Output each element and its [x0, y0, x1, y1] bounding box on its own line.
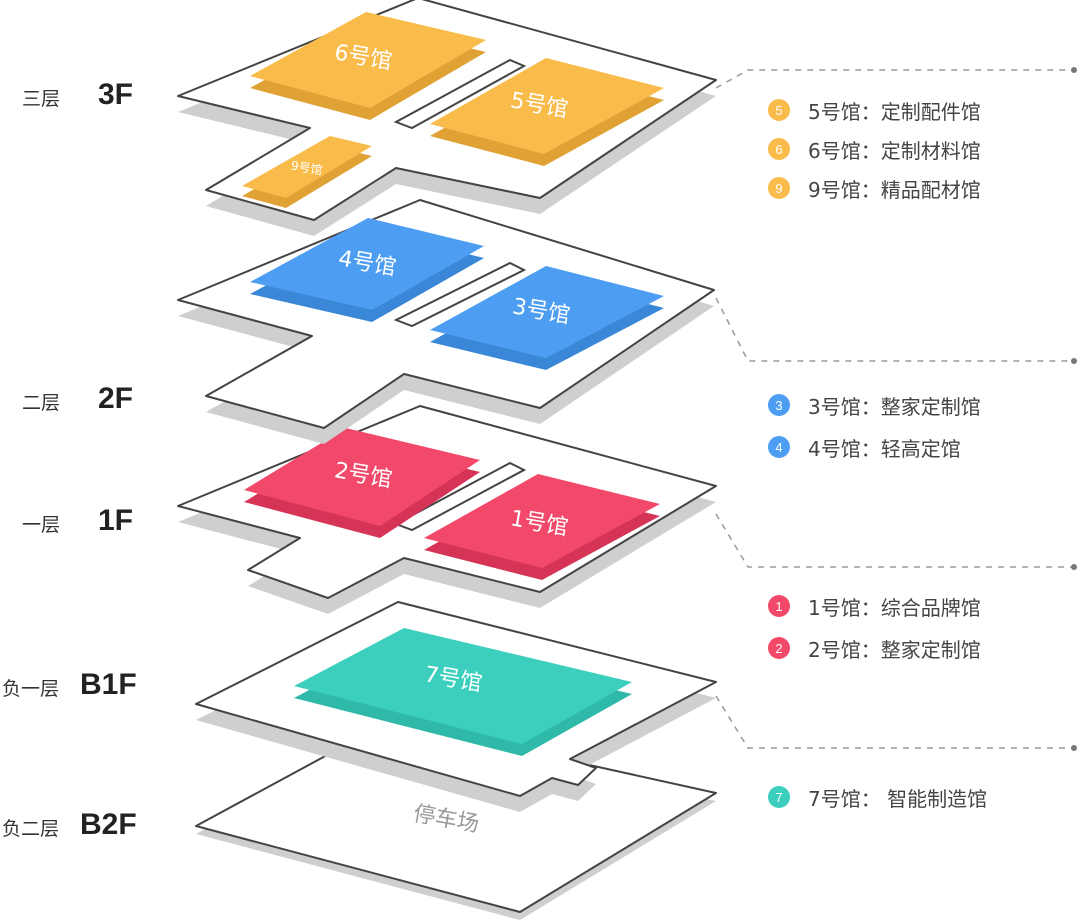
leader-line-3f: [715, 69, 1074, 89]
floor-2f-cn: 二层: [22, 392, 61, 414]
legend-text-2: 2号馆：整家定制馆: [808, 637, 981, 662]
legend-item-5: 5 5号馆：定制配件馆: [768, 96, 981, 124]
legend-badge-9: 9: [768, 177, 790, 199]
legend-item-6: 6 6号馆：定制材料馆: [768, 135, 981, 163]
legend-text-5: 5号馆：定制配件馆: [808, 99, 981, 124]
leader-line-1f: [715, 513, 1074, 568]
hall-2-block: [244, 428, 480, 526]
floor-1f-slab: 2号馆 1号馆: [177, 405, 717, 614]
floor-1f-code: 1F: [98, 504, 134, 537]
legend-badge-2: 2: [768, 637, 790, 659]
floor-1f-cn: 一层: [22, 514, 61, 536]
legend-item-2: 2 2号馆：整家定制馆: [768, 634, 981, 662]
hall-1-block: [424, 474, 660, 568]
legend-text-1: 1号馆：综合品牌馆: [808, 595, 981, 620]
legend-item-9: 9 9号馆：精品配材馆: [768, 174, 981, 202]
legend-text-9: 9号馆：精品配材馆: [808, 177, 981, 202]
3f-atrium: [393, 58, 527, 130]
1f-atrium: [393, 461, 527, 532]
legend-badge-4: 4: [768, 436, 790, 458]
floor-b2f-cn: 负二层: [2, 818, 60, 840]
floor-3f-cn: 三层: [22, 88, 61, 110]
hall-5-block: [430, 58, 664, 154]
floor-2f-code: 2F: [98, 382, 134, 415]
floor-2f-slab: 4号馆 3号馆: [177, 199, 715, 444]
legend-item-3: 3 3号馆：整家定制馆: [768, 391, 981, 419]
legend-text-3: 3号馆：整家定制馆: [808, 394, 981, 419]
hall-6-block: [250, 12, 486, 108]
hall-3-block: [430, 266, 664, 358]
hall-9-block: [242, 136, 372, 198]
leader-line-b1f: [715, 695, 1074, 749]
2f-atrium: [393, 261, 527, 328]
legend-text-6: 6号馆：定制材料馆: [808, 138, 981, 163]
floor-3f-code: 3F: [98, 78, 134, 111]
hall-4-block: [250, 218, 484, 310]
legend-text-7: 7号馆： 智能制造馆: [808, 786, 988, 811]
legend-item-1: 1 1号馆：综合品牌馆: [768, 592, 981, 620]
floor-b1f-slab: 7号馆: [195, 601, 717, 812]
legend-badge-6: 6: [768, 138, 790, 160]
legend-item-7: 7 7号馆： 智能制造馆: [768, 783, 987, 811]
hall-9-label: 9号馆: [290, 157, 324, 177]
legend-badge-3: 3: [768, 394, 790, 416]
floor-b2f-code: B2F: [80, 808, 137, 841]
legend-badge-1: 1: [768, 595, 790, 617]
floor-3f-slab: 6号馆 5号馆 9号馆: [177, 0, 717, 236]
leader-lines: [715, 69, 1074, 749]
legend-text-4: 4号馆：轻高定馆: [808, 436, 961, 461]
legend-badge-7: 7: [768, 786, 790, 808]
floor-b1f-code: B1F: [80, 668, 137, 701]
leader-dots: [1071, 67, 1077, 751]
leader-line-2f: [715, 297, 1074, 362]
hall-7-block: [294, 628, 632, 744]
legend-item-4: 4 4号馆：轻高定馆: [768, 433, 961, 461]
legend-badge-5: 5: [768, 99, 790, 121]
floor-b1f-cn: 负一层: [2, 678, 60, 700]
